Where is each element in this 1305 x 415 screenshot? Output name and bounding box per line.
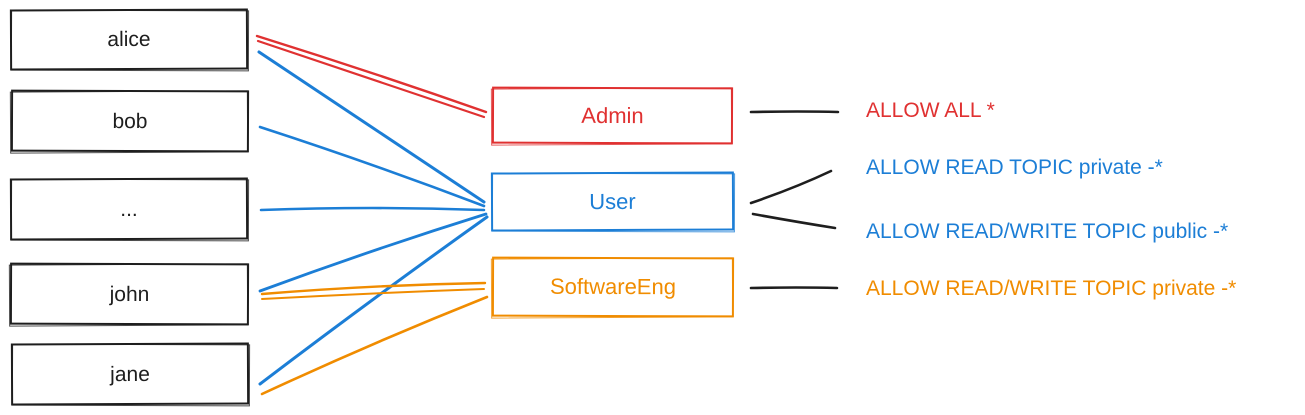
edge-dots-user (259, 206, 486, 212)
user-box-ellipsis: ... (9, 177, 249, 241)
permission-text-allow-all: ALLOW ALL * (866, 99, 995, 122)
user-box-bob: bob (10, 89, 250, 153)
edge-john-softwareeng-overdraw (261, 288, 485, 300)
user-box-john: john (9, 262, 250, 326)
arrow-user-to-allow-read-private (749, 169, 833, 205)
edge-jane-user (258, 215, 489, 386)
role-box-admin: Admin (491, 86, 734, 145)
arrow-softwareeng-to-allow-readwrite-private (749, 286, 839, 290)
edge-john-softwareeng (260, 281, 487, 296)
edge-john-user (258, 212, 488, 293)
user-label: alice (107, 27, 151, 52)
role-box-softwareeng: SoftwareEng (491, 256, 735, 318)
arrow-user-to-allow-readwrite-public (751, 212, 837, 230)
role-label: Admin (581, 102, 644, 128)
role-label: User (589, 188, 636, 214)
edge-alice-admin-overdraw (256, 39, 486, 119)
edge-bob-user (258, 125, 486, 208)
permission-text-allow-readwrite-topic-public: ALLOW READ/WRITE TOPIC public -* (866, 220, 1229, 243)
user-label: john (109, 282, 150, 306)
user-label: ... (120, 197, 138, 221)
user-box-alice: alice (9, 8, 249, 71)
role-label: SoftwareEng (549, 273, 677, 300)
user-label: jane (110, 362, 150, 386)
permission-text-allow-read-topic-private: ALLOW READ TOPIC private -* (866, 156, 1163, 179)
user-label: bob (112, 109, 148, 133)
edge-alice-user (257, 50, 486, 204)
permission-text-allow-readwrite-topic-private: ALLOW READ/WRITE TOPIC private -* (866, 277, 1237, 300)
edge-alice-admin (255, 34, 488, 114)
edge-jane-softwareeng (260, 295, 489, 396)
role-box-user: User (490, 171, 735, 232)
user-box-jane: jane (10, 342, 250, 406)
arrow-admin-to-allow-all (749, 110, 840, 114)
